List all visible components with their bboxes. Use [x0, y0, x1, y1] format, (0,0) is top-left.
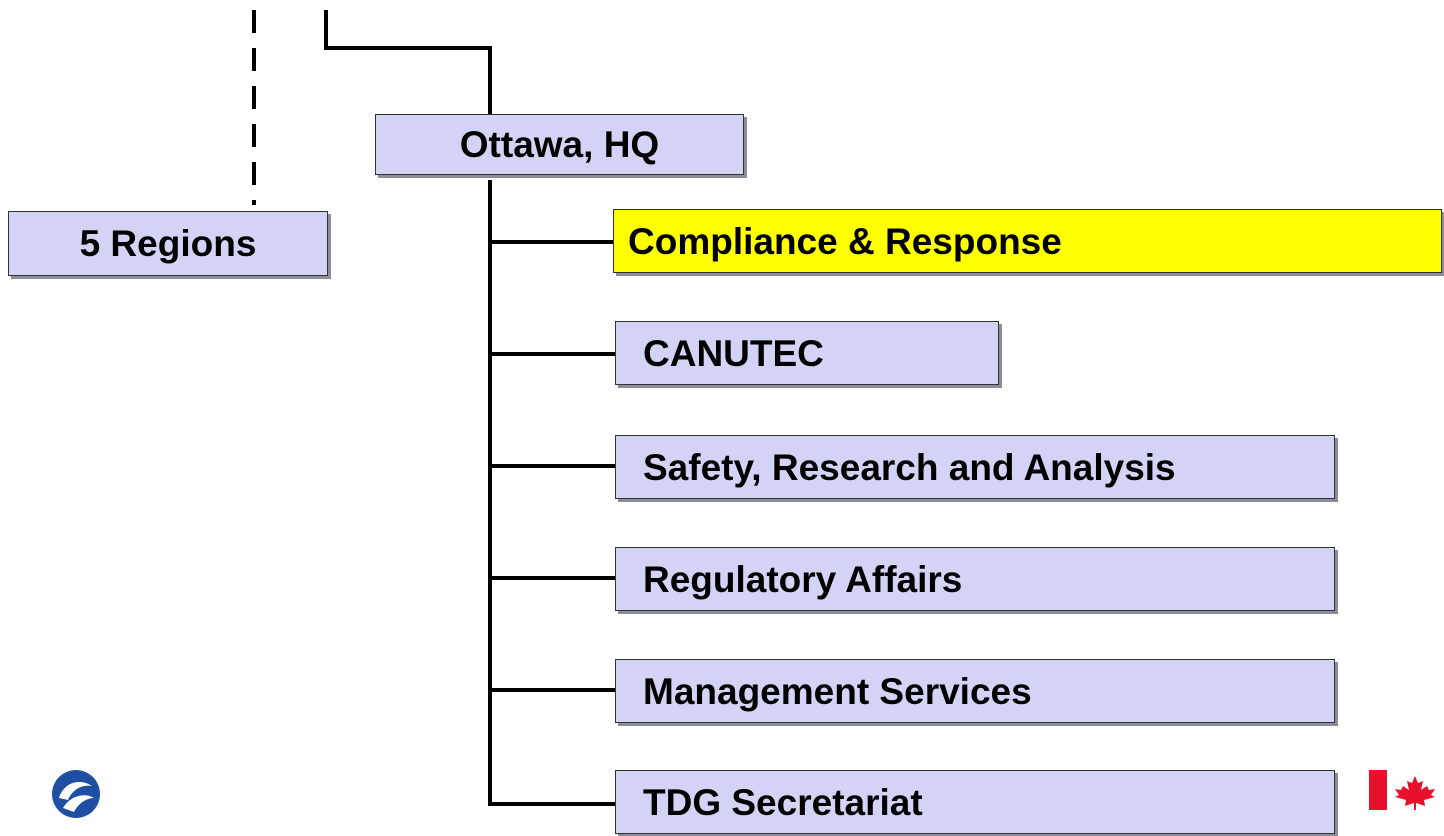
branch-connector-management: [488, 688, 615, 692]
unit-label-management: Management Services: [643, 670, 1032, 712]
units-trunk-connector: [488, 180, 492, 806]
unit-label-canutec: CANUTEC: [643, 332, 824, 374]
dot-logo-icon: [52, 770, 100, 818]
branch-connector-tdg: [488, 802, 615, 806]
hq-drop-connector: [488, 46, 492, 116]
regions-label: 5 Regions: [79, 223, 257, 264]
unit-box-tdg: TDG Secretariat: [615, 770, 1335, 834]
branch-connector-compliance: [488, 240, 615, 244]
branch-connector-regulatory: [488, 576, 615, 580]
unit-box-safety: Safety, Research and Analysis: [615, 435, 1335, 499]
regions-box: 5 Regions: [8, 211, 328, 276]
unit-box-canutec: CANUTEC: [615, 321, 999, 385]
branch-connector-safety: [488, 464, 615, 468]
hq-label: Ottawa, HQ: [459, 124, 660, 165]
unit-box-compliance: Compliance & Response: [613, 209, 1442, 273]
unit-label-tdg: TDG Secretariat: [643, 781, 923, 823]
branch-connector-canutec: [488, 352, 615, 356]
unit-box-regulatory: Regulatory Affairs: [615, 547, 1335, 611]
unit-label-compliance: Compliance & Response: [628, 220, 1062, 262]
unit-label-safety: Safety, Research and Analysis: [643, 446, 1176, 488]
top-vertical-connector: [324, 10, 328, 48]
unit-box-management: Management Services: [615, 659, 1335, 723]
top-horizontal-connector: [324, 46, 492, 50]
unit-label-regulatory: Regulatory Affairs: [643, 558, 963, 600]
regions-dashed-connector: [252, 10, 256, 205]
canada-flag-icon: [1369, 770, 1435, 810]
hq-box: Ottawa, HQ: [375, 114, 744, 175]
